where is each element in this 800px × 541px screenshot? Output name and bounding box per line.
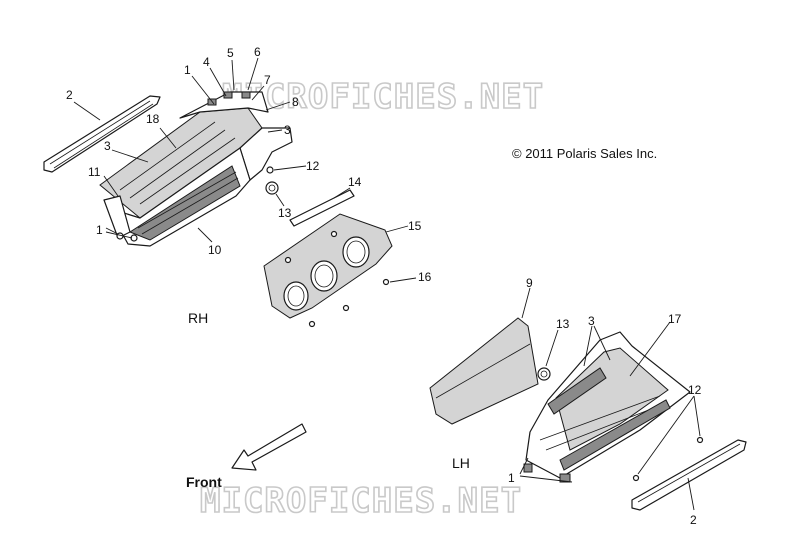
rh-trim-strip [43, 95, 161, 173]
rh-callout-16: 16 [418, 270, 432, 284]
lh-callout-13: 13 [556, 317, 570, 331]
lh-callout-2: 2 [690, 513, 697, 527]
rh-dash-housing [99, 91, 293, 247]
lh-leaders [519, 287, 701, 511]
lh-trim-strip [631, 439, 747, 511]
lh-callout-1: 1 [508, 471, 515, 485]
lh-label: LH [452, 455, 470, 471]
rh-callout-18: 18 [146, 112, 160, 126]
lh-dash-housing [523, 331, 691, 483]
rh-callout-1b: 1 [96, 223, 103, 237]
rh-callout-11: 11 [88, 165, 101, 179]
rh-callout-7: 7 [264, 73, 271, 87]
rh-callout-5: 5 [227, 46, 234, 60]
front-arrow: Front [186, 423, 307, 490]
lh-callout-17: 17 [668, 312, 682, 326]
rh-grommet-13 [265, 181, 279, 195]
rh-callout-1a: 1 [184, 63, 191, 77]
rh-callout-6: 6 [254, 45, 261, 59]
rh-label: RH [188, 310, 208, 326]
watermark-bottom: MICROFICHES.NET [200, 481, 522, 521]
lh-callout-9: 9 [526, 276, 533, 290]
rh-callout-8: 8 [292, 95, 299, 109]
lh-callout-12: 12 [688, 383, 702, 397]
rh-callout-2: 2 [66, 88, 73, 102]
rh-callout-3b: 3 [104, 139, 111, 153]
rh-callout-3a: 3 [284, 123, 291, 137]
front-label: Front [186, 474, 222, 490]
watermark-top: MICROFICHES.NET [222, 77, 544, 117]
rh-callout-15: 15 [408, 219, 422, 233]
rh-callout-13: 13 [278, 206, 292, 220]
rh-leaders [73, 57, 417, 283]
lh-pad-9 [429, 317, 539, 425]
rh-screws-16 [284, 230, 390, 328]
rh-lens-14 [289, 189, 355, 227]
rh-callout-4: 4 [203, 55, 210, 69]
rh-screw-12 [266, 166, 274, 174]
rh-callout-14: 14 [348, 175, 362, 189]
lh-assembly: 9 13 3 17 12 1 2 LH [429, 276, 747, 527]
rh-callout-12: 12 [306, 159, 320, 173]
lh-grommet-13 [537, 367, 551, 381]
rh-callout-10: 10 [208, 243, 222, 257]
copyright-notice: © 2011 Polaris Sales Inc. [512, 146, 657, 161]
lh-screws-12 [632, 436, 704, 482]
lh-callout-3: 3 [588, 314, 595, 328]
rh-assembly: 2 1 4 5 6 7 8 3 18 3 11 1 10 12 13 14 15… [43, 45, 432, 328]
rh-gauge-bezel [263, 213, 393, 319]
